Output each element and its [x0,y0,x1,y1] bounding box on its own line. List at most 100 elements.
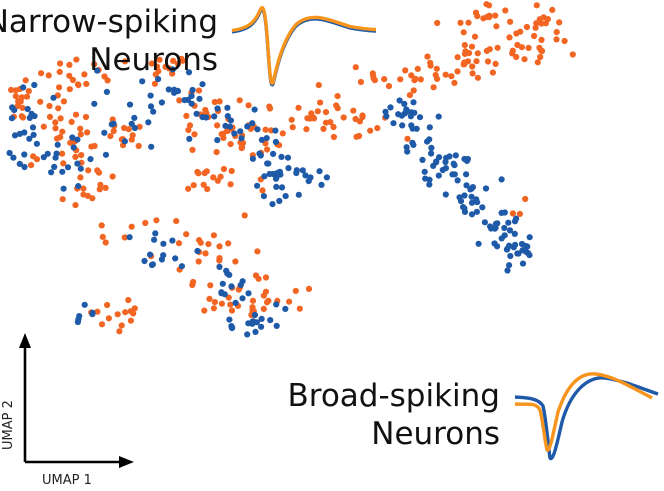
broad-spiking-point [284,154,292,161]
broad-spiking-point [110,120,117,127]
narrow-spiking-point [549,6,556,13]
broad-spiking-point [237,128,244,135]
broad-spiking-point [511,241,519,248]
narrow-spiking-point [254,248,261,255]
narrow-spiking-point [153,217,160,224]
broad-spiking-point [302,172,309,179]
narrow-spiking-point [66,86,73,93]
broad-spiking-point [74,160,81,167]
narrow-spiking-point [170,57,177,64]
narrow-spiking-point [486,46,493,53]
broad-spiking-point [469,184,476,191]
narrow-spiking-point [46,102,53,110]
broad-spiking-point [169,66,176,73]
narrow-spiking-point [427,62,434,69]
broad-spiking-point [216,263,223,270]
narrow-spiking-point [52,125,59,132]
narrow-spiking-point [69,76,76,84]
broad-spiking-point [126,101,134,108]
narrow-spiking-point [322,109,330,116]
broad-spiking-point [10,154,17,161]
narrow-spiking-point [45,72,52,79]
broad-spiking-point [252,328,259,335]
broad-spiking-point [224,113,231,120]
broad-spiking-point [395,111,402,118]
broad-spiking-point [475,240,482,247]
narrow-spiking-point [561,37,568,45]
narrow-spiking-point [327,119,334,126]
broad-spiking-point [54,141,61,148]
broad-spiking-point [139,78,146,85]
narrow-spiking-point [186,122,194,129]
broad-spiking-point [481,219,488,226]
narrow-spiking-point [202,106,209,114]
narrow-spiking-point [29,153,37,160]
broad-spiking-point [181,97,188,104]
narrow-spiking-point [211,299,218,306]
broad-spiking-point [147,92,154,99]
broad-spiking-point [463,171,470,178]
narrow-spiking-point [102,239,109,246]
broad-spiking-point [69,134,76,141]
broad-spiking-point [511,230,518,237]
narrow-spiking-point [228,167,235,175]
narrow-spiking-point [448,73,455,80]
narrow-spiking-point [454,54,461,61]
broad-spiking-point [155,76,162,83]
narrow-spiking-point [402,67,409,74]
narrow-spiking-point [356,132,363,140]
narrow-spiking-point [553,28,560,36]
narrow-spiking-point [466,50,473,57]
narrow-spiking-point [227,181,234,188]
narrow-spiking-point [118,322,125,329]
narrow-spiking-point [8,86,15,93]
scatter-points [6,1,576,338]
broad-spiking-point [430,162,437,169]
broad-spiking-label: Broad-spiking Neurons [288,377,501,453]
broad-spiking-point [231,130,238,137]
broad-spiking-point [258,323,265,330]
narrow-spiking-point [359,112,366,119]
narrow-spiking-point [381,76,388,83]
narrow-spiking-point [57,115,64,122]
narrow-spiking-point [305,285,313,292]
narrow-spiking-point [434,75,441,82]
broad-spiking-point [160,252,167,259]
broad-spiking-point [16,160,23,167]
broad-spiking-point [282,193,289,200]
broad-spiking-point [103,88,110,95]
broad-spiking-point [21,163,28,171]
narrow-spiking-point [55,105,62,112]
broad-spiking-point [152,230,159,237]
broad-spiking-point [189,86,196,94]
broad-spiking-point [446,153,453,160]
narrow-spiking-point [262,274,270,281]
narrow-spiking-point [67,139,74,146]
broad-spiking-point [172,255,179,262]
narrow-spiking-point [255,275,262,282]
broad-spiking-point [186,135,193,142]
broad-spiking-point [278,153,285,160]
narrow-spiking-point [201,170,208,177]
broad-spiking-point [261,173,268,180]
broad-spiking-point [473,208,480,215]
narrow-spiking-point [156,56,163,63]
broad-spiking-point [11,132,19,139]
broad-spiking-point [29,124,37,131]
broad-spiking-point [75,316,82,323]
narrow-spiking-line2: Neurons [89,42,218,78]
broad-spiking-point [31,81,38,89]
narrow-spiking-point [533,2,540,9]
narrow-spiking-point [114,311,121,318]
broad-spiking-point [165,86,172,93]
narrow-spiking-point [72,202,79,209]
narrow-spiking-point [14,102,21,110]
broad-spiking-point [185,69,193,76]
narrow-spiking-point [200,181,207,188]
narrow-spiking-point [216,255,223,262]
narrow-spiking-point [471,33,479,40]
broad-spiking-point [419,156,426,163]
narrow-spiking-point [130,310,137,317]
narrow-spiking-point [521,56,528,63]
broad-spike-waveform-icon [514,372,659,461]
